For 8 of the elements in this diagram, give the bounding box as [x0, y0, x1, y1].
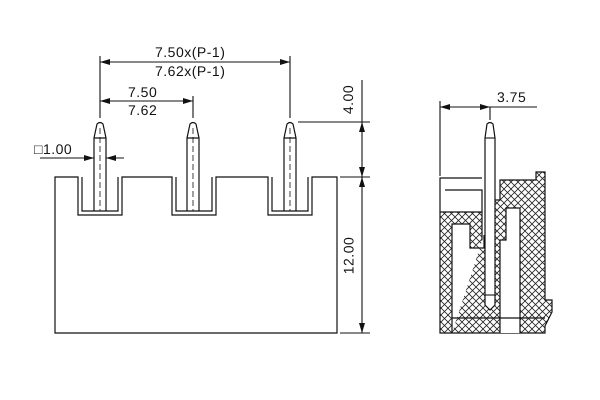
dimension-text: 7.50	[128, 85, 158, 100]
dimension-text: 7.50x(P-1)	[155, 45, 226, 60]
dimension-text: 12.00	[341, 236, 356, 274]
dimension-text: 7.62x(P-1)	[155, 64, 226, 79]
dimension-text: 7.62	[128, 103, 158, 118]
dimension-text: □1.00	[34, 142, 72, 157]
dimension-text: 3.75	[497, 90, 526, 105]
dimension-text: 4.00	[341, 84, 356, 114]
